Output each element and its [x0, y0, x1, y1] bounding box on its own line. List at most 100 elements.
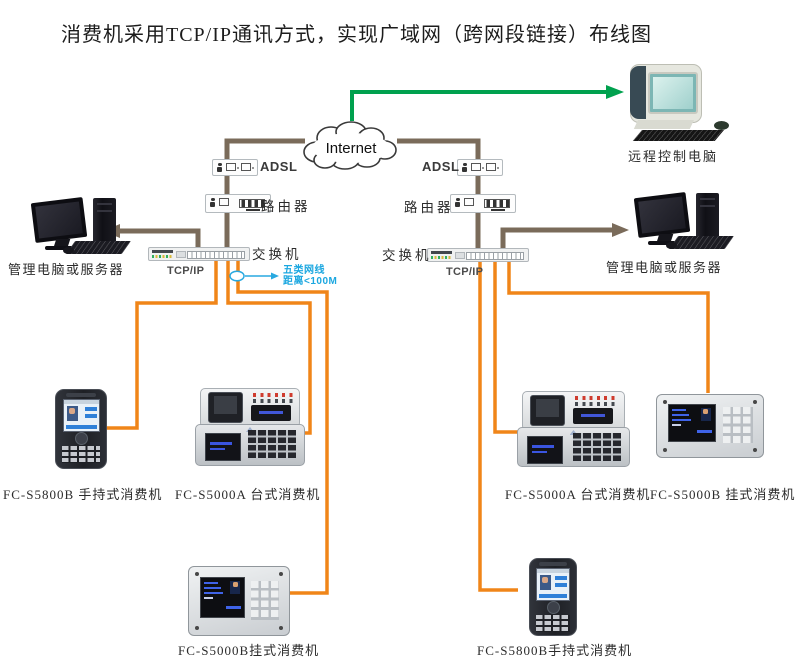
wire-to-right-desktop	[493, 260, 520, 434]
adsl-modem-icon-left	[212, 159, 258, 176]
handheld-screen	[62, 399, 100, 432]
switch-ports	[466, 252, 524, 260]
switch-ports	[187, 251, 245, 259]
user-photo	[66, 406, 78, 421]
handheld-keypad	[535, 615, 571, 632]
user-photo	[539, 575, 551, 590]
computer-keyboard	[632, 130, 724, 141]
terminal-keypad	[723, 407, 753, 444]
led-row-red	[253, 393, 295, 397]
device-label-left-handheld: FC-S5800B 手持式消费机	[3, 487, 163, 502]
screen-header	[536, 569, 570, 573]
handheld-keypad	[62, 446, 100, 463]
management-computer-label-left: 管理电脑或服务器	[8, 262, 125, 277]
screw	[663, 448, 667, 452]
computer-keyboard	[668, 236, 734, 249]
router-icon-left	[205, 194, 271, 213]
crt-screen	[648, 72, 698, 114]
management-computer-right	[630, 191, 742, 249]
terminal-screen	[200, 576, 245, 618]
wire-to-left-handheld	[104, 258, 218, 430]
handheld-screen	[535, 568, 571, 601]
dot-glyph	[237, 167, 239, 169]
monitor-glyph	[241, 163, 251, 171]
led-row-red	[575, 396, 617, 400]
diagram-title: 消费机采用TCP/IP通讯方式，实现广域网（跨网段链接）布线图	[61, 24, 653, 46]
screen-toolbar	[65, 425, 97, 429]
screen-toolbar	[538, 594, 568, 598]
terminal-keypad	[573, 433, 621, 463]
tcpip-label-right: TCP/IP	[446, 266, 484, 278]
wire-internet-to-right-adsl	[397, 138, 481, 252]
handheld-terminal-left	[55, 389, 107, 469]
crt-monitor-side	[630, 66, 646, 119]
switch-icon-left	[148, 247, 250, 261]
router-label-right: 路由器	[404, 200, 454, 215]
computer-monitor	[633, 191, 691, 239]
callout-arrowhead	[271, 272, 279, 280]
terminal-lower-deck	[517, 427, 630, 467]
wallmount-terminal-right	[656, 394, 764, 458]
brand-logo	[246, 427, 254, 432]
terminal-screen	[205, 433, 241, 461]
tcpip-label-left: TCP/IP	[167, 265, 205, 277]
cable-callout-line2: 距离<100M	[283, 276, 338, 287]
cable-callout-line1: 五类网线	[283, 265, 325, 276]
screen-header	[63, 400, 99, 404]
terminal-display	[251, 405, 291, 421]
user-photo	[230, 580, 240, 594]
terminal-upper-deck	[522, 391, 625, 431]
router-ports	[239, 198, 265, 208]
handheld-speaker	[539, 562, 567, 566]
switch-led-dots	[431, 256, 452, 259]
dot-glyph	[482, 167, 484, 169]
desktop-pos-terminal-left	[195, 388, 305, 466]
router-bar	[491, 209, 505, 211]
screw	[195, 572, 199, 576]
device-label-right-desktop: FC-S5000A 台式消费机	[505, 487, 651, 502]
dot-glyph	[252, 167, 254, 169]
computer-screen	[35, 201, 83, 239]
crt-base	[633, 120, 694, 129]
wire-to-right-wallmount	[507, 260, 710, 393]
screw	[279, 572, 283, 576]
switch-icon-right	[427, 248, 529, 262]
screw	[663, 400, 667, 404]
router-bar	[246, 209, 260, 211]
management-computer-left	[27, 196, 139, 254]
computer-screen	[638, 196, 686, 234]
internet-cloud-icon: Internet	[303, 121, 397, 170]
handheld-nav-button	[74, 432, 88, 445]
computer-mouse	[714, 121, 729, 130]
remote-computer-label: 远程控制电脑	[628, 149, 719, 164]
terminal-display	[573, 408, 613, 424]
person-glyph	[462, 162, 467, 172]
remote-control-computer	[618, 64, 740, 142]
terminal-scanner	[208, 392, 243, 423]
screw	[279, 626, 283, 630]
wire-internet-to-remote	[350, 90, 607, 121]
monitor-glyph	[464, 198, 474, 206]
switch-label-left: 交换机	[252, 247, 302, 262]
callout-circle	[229, 270, 245, 282]
computer-tower	[696, 193, 719, 238]
device-label-bottom-wallmount: FC-S5000B挂式消费机	[178, 643, 320, 658]
switch-uplink-port	[176, 251, 186, 258]
wallmount-terminal-bottom	[188, 566, 290, 636]
desktop-pos-terminal-right	[517, 391, 630, 467]
led-row-dark	[575, 402, 617, 406]
terminal-upper-deck	[200, 388, 300, 428]
monitor-glyph	[219, 198, 229, 206]
computer-keyboard	[65, 241, 131, 254]
terminal-keypad	[248, 430, 296, 460]
monitor-glyph	[226, 163, 236, 171]
handheld-nav-button	[546, 601, 560, 614]
adsl-label-left: ADSL	[260, 159, 298, 174]
brand-logo	[569, 430, 578, 435]
router-ports	[484, 198, 510, 208]
arrowhead-right-computer	[612, 223, 629, 237]
wire-left-switch-to-computer	[120, 228, 201, 249]
terminal-scanner	[530, 395, 565, 426]
adsl-label-right: ADSL	[422, 159, 460, 174]
